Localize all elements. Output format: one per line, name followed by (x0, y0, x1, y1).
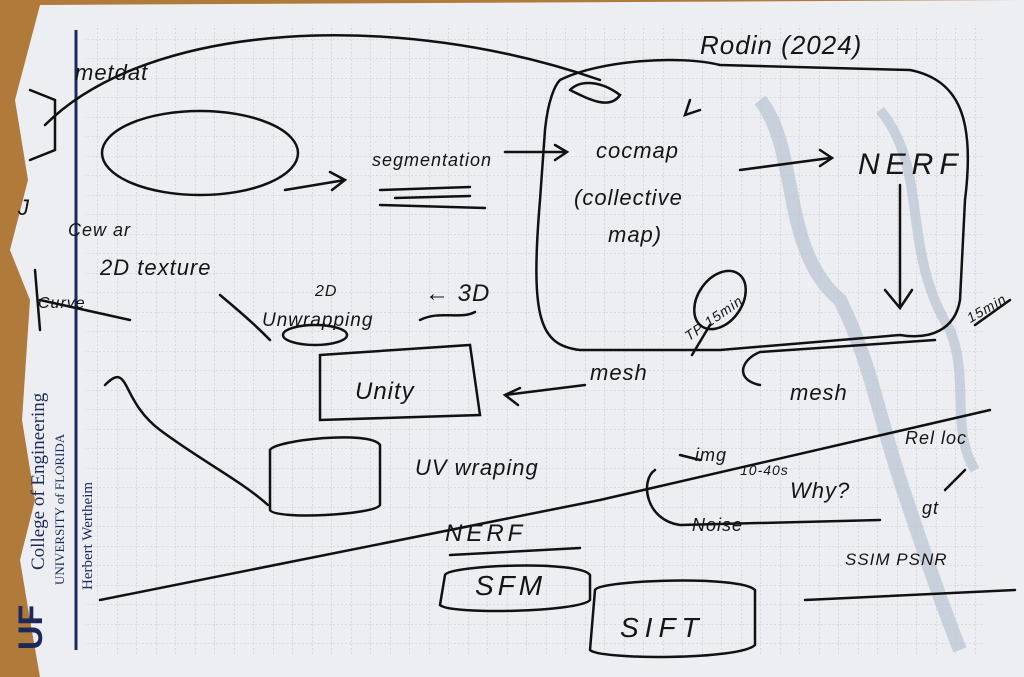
note-mesh-right: mesh (790, 380, 848, 405)
note-unity: Unity (355, 378, 415, 405)
note-collective: (collective (574, 185, 683, 210)
note-noise: Noise (692, 515, 744, 535)
ink-strokes (28, 34, 1017, 659)
note-j: J (18, 195, 30, 220)
note-from-3d: ← 3D (425, 280, 491, 307)
note-metdat: metdat (75, 60, 149, 85)
note-gt: gt (922, 498, 940, 518)
uf-logo: UF (12, 604, 50, 650)
logo-college: College of Engineering (28, 392, 49, 570)
note-ssim-psnr: SSIM PSNR (845, 550, 948, 569)
note-uv-wraping: UV wraping (415, 455, 539, 480)
note-unwrapping: Unwrapping (262, 310, 374, 331)
watermark-map (754, 95, 967, 653)
note-rel-loc: Rel loc (905, 428, 968, 448)
logo-dept: Herbert Wertheim (80, 481, 96, 590)
note-segmentation: segmentation (372, 150, 493, 170)
note-map: map) (608, 222, 663, 247)
note-2d-texture: 2D texture (100, 255, 212, 280)
note-why: Why? (790, 478, 851, 503)
note-sift: SIFT (620, 612, 705, 643)
note-nerf-top: NERF (858, 148, 964, 181)
note-seconds: 10-40s (740, 462, 789, 478)
note-mesh-left: mesh (590, 360, 648, 385)
note-curve: Curve (38, 295, 86, 312)
note-cocmap: cocmap (596, 138, 680, 163)
note-img: img (695, 445, 728, 465)
note-rodin: Rodin (2024) (700, 30, 863, 60)
note-sfm: SFM (475, 570, 547, 601)
note-2d: 2D (315, 283, 338, 300)
logo-university: UNIVERSITY of FLORIDA (52, 433, 67, 585)
note-cew-ar: Cew ar (68, 220, 132, 240)
note-nerf-bottom: NERF (445, 520, 527, 547)
